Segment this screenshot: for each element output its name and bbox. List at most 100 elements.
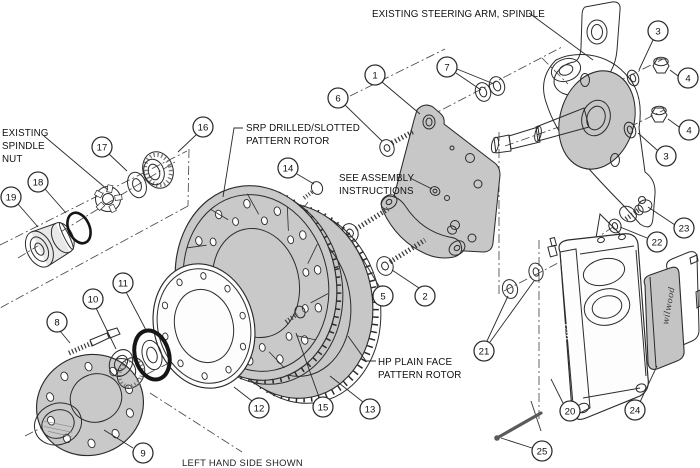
cotter-pin-25 [494, 400, 543, 441]
svg-text:24: 24 [630, 405, 641, 416]
banjo-bolt-23 [624, 199, 653, 222]
label-assembly-1: SEE ASSEMBLY [339, 173, 414, 184]
washers-7 [474, 76, 506, 102]
label-steering-arm: EXISTING STEERING ARM, SPINDLE [372, 9, 545, 20]
callout-20: 20 [550, 378, 581, 422]
label-spindle-nut-2: SPINDLE [2, 141, 45, 152]
callout-6: 6 [327, 87, 383, 142]
spindle-shaft [490, 107, 590, 154]
callout-1: 1 [364, 64, 421, 115]
wheel-stud-15 [284, 305, 306, 324]
svg-text:11: 11 [118, 278, 128, 289]
callout-12: 12 [233, 386, 270, 419]
svg-text:13: 13 [365, 404, 376, 415]
label-srp-rotor-1: SRP DRILLED/SLOTTED [246, 123, 360, 134]
label-leaders [43, 12, 594, 362]
grease-seal-11 [132, 328, 172, 382]
knuckle-body [543, 54, 656, 228]
washers-3 [623, 69, 640, 139]
steering-arm [553, 1, 621, 97]
callout-15: 15 [295, 332, 334, 418]
callout-16: 16 [177, 116, 214, 153]
callout-14: 14 [277, 157, 315, 185]
callout-23: 23 [647, 206, 695, 239]
hub-assembly [33, 353, 145, 457]
callout-22: 22 [619, 226, 668, 253]
svg-text:4: 4 [686, 125, 692, 136]
svg-text:15: 15 [318, 402, 329, 413]
svg-text:4: 4 [685, 73, 691, 84]
svg-text:17: 17 [97, 142, 108, 153]
rotor-bolt-14 [302, 181, 324, 200]
svg-text:3: 3 [663, 151, 668, 162]
callout-4: 4 [669, 67, 699, 89]
assembly-spacer [429, 186, 441, 196]
callout-8: 8 [46, 311, 71, 344]
outer-bearing-16 [142, 151, 174, 189]
footer-note: LEFT HAND SIDE SHOWN [182, 457, 303, 468]
crush-washer-22 [608, 218, 622, 234]
steering-knuckle-spindle [490, 1, 656, 249]
svg-text:25: 25 [537, 446, 548, 457]
callout-9: 9 [103, 429, 154, 464]
callout-4: 4 [667, 118, 700, 141]
svg-text:14: 14 [283, 163, 294, 174]
label-assembly-2: INSTRUCTIONS [339, 186, 414, 197]
svg-text:7: 7 [444, 62, 449, 73]
svg-text:16: 16 [198, 122, 209, 133]
radial-mount-bracket [380, 194, 466, 259]
brake-pads: wilwood [643, 251, 700, 370]
svg-text:3: 3 [655, 26, 660, 37]
knuckle-flange [558, 70, 636, 170]
hub-bore [33, 402, 83, 446]
svg-text:8: 8 [54, 317, 59, 328]
callout-11: 11 [112, 272, 147, 331]
callout-18: 18 [27, 171, 67, 214]
callout-17: 17 [91, 136, 128, 172]
callout-19: 19 [0, 186, 39, 228]
bracket-bolt-2 [376, 237, 427, 276]
callout-10: 10 [82, 288, 117, 350]
callout-5: 5 [352, 242, 394, 307]
callout-2: 2 [391, 269, 436, 307]
tie-rod-hole [586, 19, 608, 45]
label-srp-rotor-2: PATTERN ROTOR [246, 136, 330, 147]
caliper-logo: wilwood [562, 293, 579, 342]
inner-bearing-10 [108, 349, 146, 389]
callout-3: 3 [638, 20, 669, 71]
svg-text:23: 23 [679, 223, 690, 234]
svg-text:20: 20 [565, 406, 576, 417]
o-ring-18 [66, 211, 92, 245]
svg-text:19: 19 [6, 192, 17, 203]
callout-25: 25 [500, 437, 553, 462]
svg-text:1: 1 [372, 70, 377, 81]
hat-adapter-ring [152, 263, 256, 389]
callout-3: 3 [637, 132, 677, 167]
label-spindle-nut-3: NUT [2, 154, 22, 165]
bleed-screw [547, 236, 558, 258]
spindle-washer-17 [127, 171, 147, 199]
shim-washers-21 [501, 262, 544, 299]
svg-text:21: 21 [479, 346, 490, 357]
callout-7: 7 [436, 56, 495, 91]
svg-text:18: 18 [33, 177, 44, 188]
text-labels: EXISTING STEERING ARM, SPINDLE EXISTING … [2, 9, 545, 468]
caliper: wilwood [547, 233, 649, 420]
label-hp-rotor-2: PATTERN ROTOR [378, 370, 462, 381]
label-spindle-nut-1: EXISTING [2, 128, 49, 139]
callout-13: 13 [329, 375, 381, 420]
svg-text:10: 10 [88, 294, 99, 305]
svg-text:6: 6 [335, 93, 340, 104]
svg-text:5: 5 [380, 291, 385, 302]
caliper-mount-bracket [392, 104, 501, 253]
label-hp-rotor-1: HP PLAIN FACE [378, 357, 452, 368]
svg-text:12: 12 [254, 403, 265, 414]
caliper-side-band [559, 248, 591, 417]
callout-24: 24 [624, 365, 658, 421]
nuts-4 [650, 56, 670, 123]
svg-text:2: 2 [422, 291, 427, 302]
spindle-nut-lock-17 [93, 184, 123, 214]
